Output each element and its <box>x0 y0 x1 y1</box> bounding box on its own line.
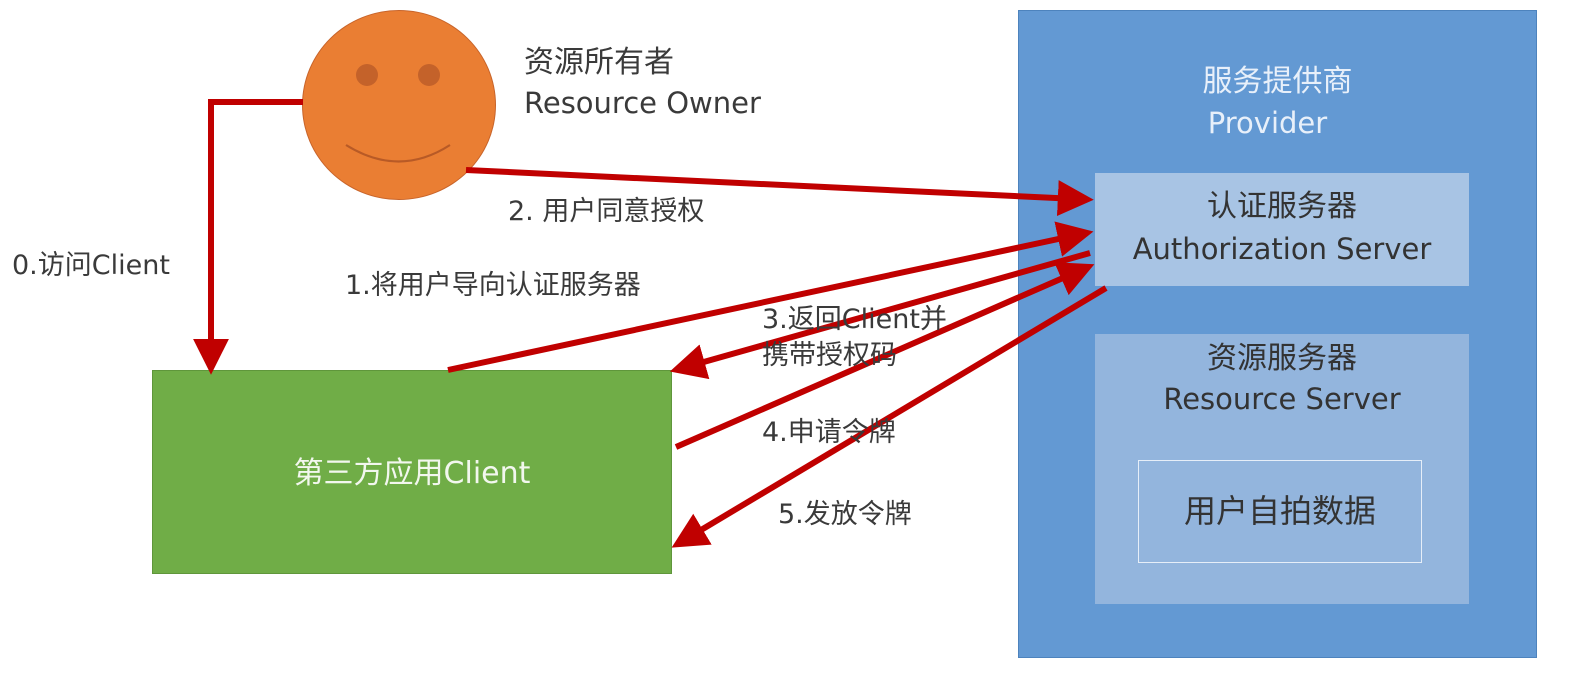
resource-server-box <box>1095 334 1469 604</box>
provider-title-en: Provider <box>1207 106 1328 140</box>
authorization-server-box <box>1095 173 1469 286</box>
owner-title-cn: 资源所有者 <box>524 45 674 80</box>
arrow-step3 <box>669 250 1091 380</box>
step3-label-line1: 3.返回Client并 <box>762 304 947 335</box>
step3-label-line2: 携带授权码 <box>762 340 897 371</box>
client-label: 第三方应用Client <box>293 456 531 491</box>
user-data-box <box>1138 460 1422 563</box>
arrow-step1 <box>447 221 1094 373</box>
step4-label: 4.申请令牌 <box>762 417 896 448</box>
authorization-server-title-cn: 认证服务器 <box>1207 189 1357 224</box>
arrow-step0 <box>193 99 303 375</box>
resource-server-title-en: Resource Server <box>1163 382 1401 416</box>
face-eye-left <box>356 64 378 86</box>
step1-label: 1.将用户导向认证服务器 <box>345 270 641 301</box>
owner-title-en: Resource Owner <box>524 86 761 120</box>
face-smile <box>345 144 451 163</box>
arrow-step4 <box>674 262 1095 450</box>
authorization-server-title-en: Authorization Server <box>1132 232 1432 266</box>
client-box <box>152 370 672 574</box>
smiley-face-icon <box>302 10 496 200</box>
step2-label: 2. 用户同意授权 <box>508 196 705 227</box>
arrow-step5 <box>671 285 1108 548</box>
resource-server-title-cn: 资源服务器 <box>1207 341 1357 376</box>
step5-label: 5.发放令牌 <box>778 499 912 530</box>
arrow-step2 <box>465 167 1094 217</box>
user-data-label: 用户自拍数据 <box>1183 492 1376 530</box>
provider-title-cn: 服务提供商 <box>1202 64 1353 99</box>
step0-label: 0.访问Client <box>12 250 170 281</box>
face-eye-right <box>418 64 440 86</box>
